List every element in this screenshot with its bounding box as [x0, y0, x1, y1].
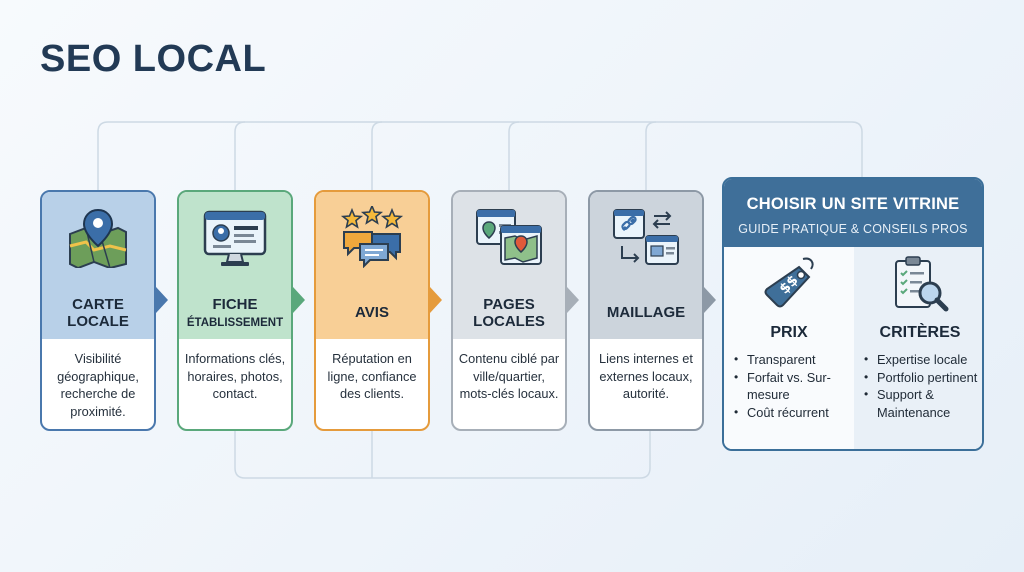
card-carte-locale: CARTE LOCALE Visibilité géographique, re… — [40, 190, 156, 431]
card-fiche-etablissement: FICHE ÉTABLISSEMENT Informations clés, h… — [177, 190, 293, 431]
card-description: Contenu ciblé par ville/quartier, mots-c… — [458, 351, 560, 401]
card-avis: AVIS Réputation en ligne, confiance des … — [314, 190, 430, 431]
flow-arrow — [567, 287, 579, 313]
guide-column-title: PRIX — [770, 324, 808, 341]
card-pages-locales: PAGES LOCALES Contenu ciblé par ville/qu… — [451, 190, 567, 431]
card-label-2: LOCALE — [67, 313, 129, 330]
page-title: SEO LOCAL — [40, 38, 267, 80]
list-item: Expertise locale — [864, 351, 982, 369]
guide-subtitle: GUIDE PRATIQUE & CONSEILS PROS — [738, 222, 968, 236]
card-maillage: MAILLAGE Liens internes et externes loca… — [588, 190, 704, 431]
flow-arrow — [704, 287, 716, 313]
card-label-1: AVIS — [355, 304, 389, 321]
flow-arrow — [156, 287, 168, 313]
card-label-1: PAGES — [483, 296, 535, 313]
list-item: Forfait vs. Sur-mesure — [734, 369, 854, 404]
guide-title: CHOISIR UN SITE VITRINE — [746, 195, 960, 213]
list-item: Portfolio pertinent — [864, 369, 982, 387]
guide-header: CHOISIR UN SITE VITRINE GUIDE PRATIQUE &… — [724, 179, 982, 247]
flow-arrow — [430, 287, 442, 313]
card-label-1: MAILLAGE — [606, 304, 686, 321]
card-label-1: FICHE — [212, 296, 258, 313]
card-label-2: LOCALES — [473, 313, 545, 330]
flow-arrow — [293, 287, 305, 313]
business-profile-icon — [203, 210, 267, 266]
list-item: Transparent — [734, 351, 854, 369]
list-item: Support & Maintenance — [864, 386, 982, 421]
link-network-icon — [613, 209, 679, 265]
guide-column-list: Transparent Forfait vs. Sur-mesure Coût … — [724, 351, 854, 421]
guide-column-criteres: CRITÈRES Expertise locale Portfolio pert… — [854, 247, 982, 449]
card-description: Liens internes et externes locaux, autor… — [599, 351, 693, 401]
checklist-magnifier-icon — [895, 256, 949, 312]
card-label-2: ÉTABLISSEMENT — [186, 317, 284, 329]
card-label-1: CARTE — [72, 296, 124, 313]
price-tag-icon: $$ — [764, 257, 814, 308]
guide-column-prix: $$ PRIX Transparent Forfait vs. Sur-mesu… — [724, 247, 854, 449]
list-item: Coût récurrent — [734, 404, 854, 422]
map-pin-icon — [69, 208, 127, 268]
card-description: Réputation en ligne, confiance des clien… — [327, 351, 417, 401]
local-pages-icon — [476, 209, 542, 265]
guide-column-list: Expertise locale Portfolio pertinent Sup… — [854, 351, 982, 421]
guide-column-title: CRITÈRES — [879, 324, 961, 341]
reviews-stars-icon — [340, 206, 404, 268]
card-description: Informations clés, horaires, photos, con… — [184, 351, 286, 401]
guide-panel: CHOISIR UN SITE VITRINE GUIDE PRATIQUE &… — [722, 177, 984, 451]
card-description: Visibilité géographique, recherche de pr… — [57, 351, 139, 419]
